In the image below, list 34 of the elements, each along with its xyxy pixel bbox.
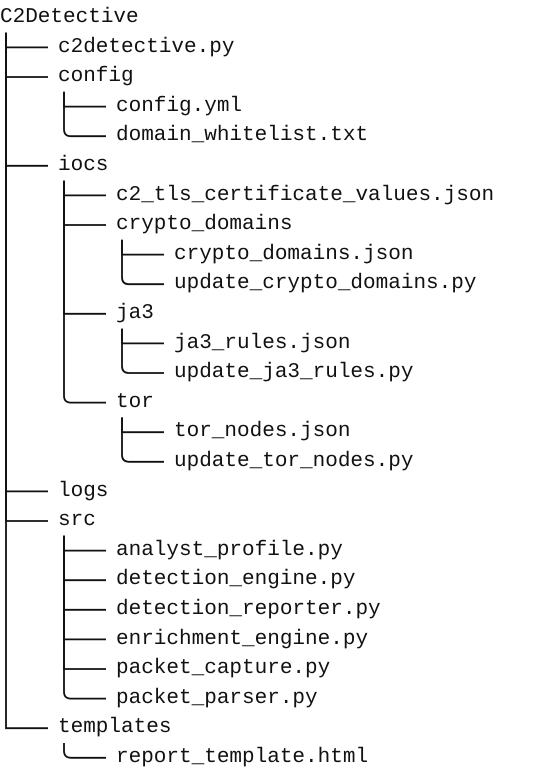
tree-connector — [63, 743, 106, 759]
tree-connector — [63, 180, 106, 404]
tree-entry: crypto_domains — [106, 210, 292, 240]
tree-entry: enrichment_engine.py — [106, 624, 368, 654]
tree-entry: templates — [48, 713, 172, 743]
tree-entry: tor — [106, 388, 154, 418]
tree-entry: config.yml — [106, 92, 242, 122]
tree-connector — [63, 536, 106, 700]
tree-entry: update_tor_nodes.py — [164, 447, 414, 477]
tree-connector — [121, 417, 164, 463]
tree-connector — [5, 32, 48, 730]
tree-entry: packet_parser.py — [106, 684, 318, 714]
tree-entry: update_crypto_domains.py — [164, 269, 476, 299]
tree-entry: detection_reporter.py — [106, 595, 381, 625]
tree-entry: logs — [48, 476, 108, 506]
tree-entry: packet_capture.py — [106, 654, 330, 684]
tree-entry: src — [48, 506, 96, 536]
tree-entry: iocs — [48, 151, 108, 181]
tree-entry: crypto_domains.json — [164, 240, 414, 270]
tree-entry: config — [48, 62, 134, 92]
tree-connector — [121, 240, 164, 286]
tree-entry: analyst_profile.py — [106, 536, 343, 566]
tree-entry: c2_tls_certificate_values.json — [106, 180, 494, 210]
tree-entry: report_template.html — [106, 743, 368, 773]
tree-entry: detection_engine.py — [106, 565, 356, 595]
tree-entry: ja3_rules.json — [164, 328, 350, 358]
tree-entry: domain_whitelist.txt — [106, 121, 368, 151]
tree-entry: update_ja3_rules.py — [164, 358, 414, 388]
tree-connector — [63, 92, 106, 138]
tree-entry: tor_nodes.json — [164, 417, 350, 447]
tree-connector — [121, 328, 164, 374]
root-folder-name: C2Detective — [0, 3, 139, 33]
tree-entry: c2detective.py — [48, 32, 234, 62]
tree-entry: ja3 — [106, 299, 154, 329]
